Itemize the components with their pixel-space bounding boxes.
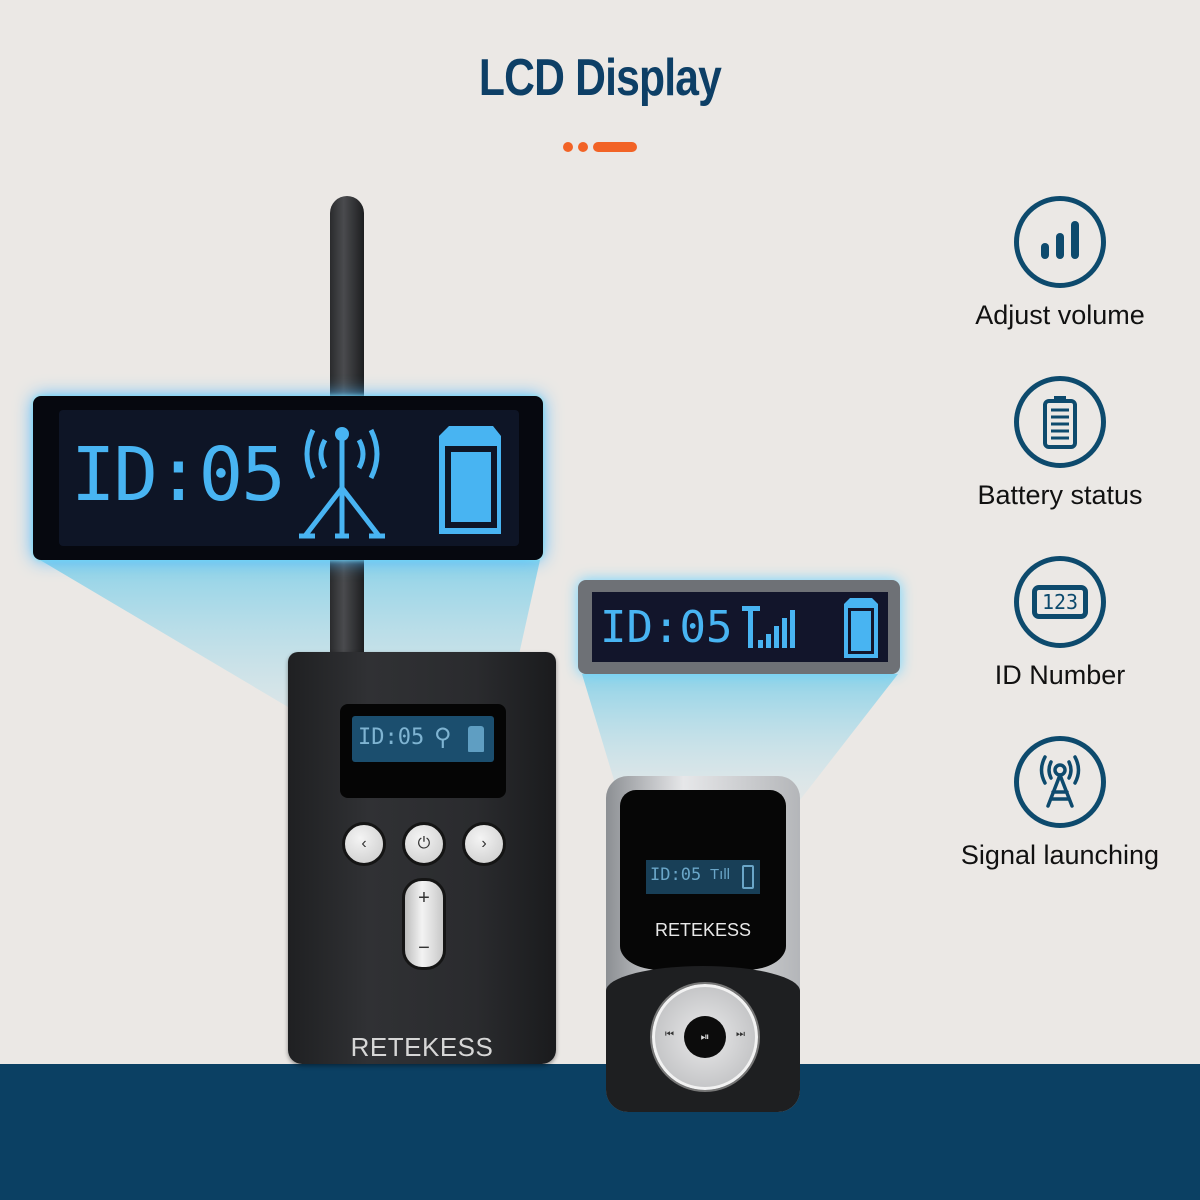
receiver-lcd-zoom: ID:05 <box>578 580 900 674</box>
volume-down-button[interactable]: − <box>418 937 430 959</box>
signal-tower-icon <box>1014 736 1106 828</box>
brand-logo: RETEKESS <box>654 920 752 940</box>
receiver-lcd: ID:05 Tıll <box>646 860 760 894</box>
volume-bars-icon <box>1014 196 1106 288</box>
previous-track-button[interactable]: ⏮ <box>665 1029 674 1040</box>
transmitter-lcd: ID:05 ⚲ <box>340 704 506 798</box>
id-number-icon: 123 <box>1014 556 1106 648</box>
lcd-id-text: ID:05 <box>71 432 286 518</box>
feature-label: Adjust volume <box>975 300 1145 330</box>
next-button[interactable]: › <box>462 822 506 866</box>
page-title: LCD Display <box>478 49 722 107</box>
control-wheel[interactable]: ⏮ ⏯ ⏭ <box>652 984 758 1090</box>
feature-label: ID Number <box>994 660 1126 690</box>
power-button[interactable]: ⏻ <box>402 822 446 866</box>
transmitter-lcd-zoom: ID:05 <box>33 396 543 560</box>
transmitter-device: ID:05 ⚲ ‹ ⏻ › + − RETEKESS <box>288 652 556 1064</box>
title-decoration <box>563 142 637 152</box>
signal-strength-icon <box>742 606 795 648</box>
battery-icon <box>439 426 501 534</box>
feature-adjust-volume: Adjust volume <box>960 196 1160 331</box>
bottom-band <box>0 1064 1200 1200</box>
signal-tower-icon <box>299 427 385 539</box>
lcd-id-text: ID:05 <box>650 865 702 885</box>
feature-label: Battery status <box>977 480 1143 510</box>
lcd-id-text: ID:05 <box>600 602 733 653</box>
feature-id-number: 123 ID Number <box>960 556 1160 691</box>
feature-signal-launching: Signal launching <box>960 736 1160 871</box>
volume-rocker[interactable]: + − <box>402 878 446 970</box>
receiver-device: ID:05 Tıll RETEKESS ⏮ ⏯ ⏭ <box>606 776 800 1112</box>
brand-logo: RETEKESS <box>350 1032 494 1062</box>
prev-button[interactable]: ‹ <box>342 822 386 866</box>
battery-icon <box>468 726 484 752</box>
play-pause-button[interactable]: ⏯ <box>684 1016 726 1058</box>
volume-up-button[interactable]: + <box>418 887 430 909</box>
next-track-button[interactable]: ⏭ <box>736 1029 745 1040</box>
signal-strength-icon: Tıll <box>710 866 730 883</box>
feature-label: Signal launching <box>960 840 1160 870</box>
lcd-id-text: ID:05 <box>358 725 425 750</box>
battery-icon <box>1014 376 1106 468</box>
battery-icon <box>742 865 754 889</box>
signal-tower-icon: ⚲ <box>434 724 452 751</box>
feature-battery-status: Battery status <box>960 376 1160 511</box>
battery-icon <box>844 598 878 658</box>
